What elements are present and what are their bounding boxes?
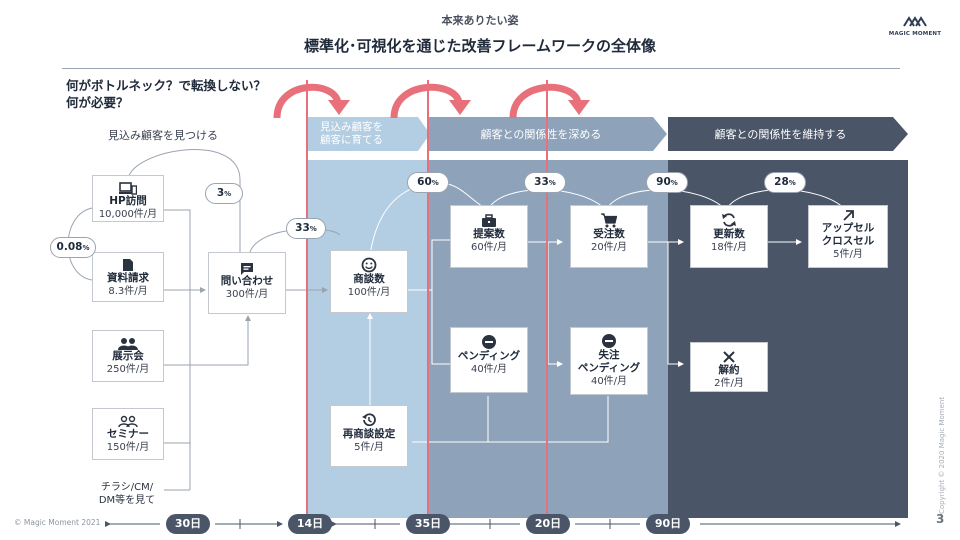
page-title: 標準化･可視化を通じた改善フレームワークの全体像 [303,37,657,55]
timeline-days-2: 14日 [288,514,332,534]
document-icon [123,259,133,271]
node-renewal[interactable]: 更新数 18件/月 [690,205,768,268]
node-value: 8.3件/月 [108,286,148,297]
node-value: 5件/月 [833,249,863,260]
node-value: 40件/月 [470,364,508,375]
chat-icon [241,263,253,275]
cart-icon [601,213,617,228]
find-prospects-label: 見込み顧客を見つける [108,129,218,142]
rate-pill-deal-proposal: 60% [407,172,449,193]
close-icon [723,351,735,363]
node-name: HP訪問 [109,195,147,207]
arrow-up-right-icon [842,210,854,221]
node-value: 5件/月 [354,442,384,453]
node-value: 250件/月 [106,364,150,375]
timeline-days-4: 20日 [526,514,570,534]
people-icon [118,338,138,350]
timeline-days-1: 30日 [166,514,210,534]
node-order[interactable]: 受注数 20件/月 [570,205,648,268]
timeline-days-5: 90日 [646,514,690,534]
node-value: 100件/月 [347,287,391,298]
node-name: セミナー [107,428,149,440]
minus-circle-icon [602,334,616,348]
briefcase-icon [482,214,496,227]
title-divider [62,68,900,69]
node-business-meeting[interactable]: 商談数 100件/月 [330,250,408,313]
question-line-1: 何がボトルネック？で転換しない？ [66,78,267,93]
stage-deepen-label: 顧客との関係性を深める [480,128,602,141]
rate-pill-hp-doc: 0.08% [50,237,96,258]
timeline-days-3: 35日 [406,514,450,534]
node-proposal[interactable]: 提案数 60件/月 [450,205,528,268]
node-lost-pending[interactable]: 失注 ペンディング 40件/月 [570,327,648,395]
rate-pill-proposal-order: 33% [524,172,566,193]
node-value: 2件/月 [714,378,744,389]
node-name: 受注数 [593,228,625,240]
node-name: 解約 [718,364,740,376]
rate-pill-renew-upsell: 28% [764,172,806,193]
people-outline-icon [118,415,138,428]
logo-mark-icon [903,16,927,27]
node-pending[interactable]: ペンディング 40件/月 [450,327,528,393]
question-line-2: 何が必要？ [66,95,129,110]
node-value: 18件/月 [710,242,748,253]
node-value: 40件/月 [590,376,628,387]
logo: MAGIC MOMENT [888,12,942,37]
node-name: アップセル クロスセル [821,222,875,247]
refresh-icon [722,213,736,227]
rate-pill-inquiry-deal: 33% [286,218,326,239]
question-text: 何がボトルネック？で転換しない？ 何が必要？ [66,77,266,111]
node-value: 60件/月 [470,242,508,253]
stage-nurture-label: 見込み顧客を 顧客に育てる [320,121,383,146]
logo-text: MAGIC MOMENT [888,31,942,37]
node-name: 再商談設定 [342,428,396,440]
page-subtitle: 本来ありたい姿 [441,14,519,27]
node-name: 資料請求 [107,272,149,284]
node-name: ペンディング [457,350,521,362]
node-document-request[interactable]: 資料請求 8.3件/月 [92,252,164,302]
rate-pill-hp-inquiry: 3% [205,183,243,204]
node-value: 20件/月 [590,242,628,253]
node-name: 問い合わせ [220,275,274,287]
node-upsell[interactable]: アップセル クロスセル 5件/月 [808,205,888,268]
node-name: 提案数 [473,228,505,240]
node-cancellation[interactable]: 解約 2件/月 [690,342,768,392]
other-sources-label: チラシ/CM/ DM等を見て [98,482,156,506]
page-number: 3 [936,512,945,526]
node-value: 10,000件/月 [98,209,158,220]
node-seminar[interactable]: セミナー 150件/月 [92,408,164,460]
node-inquiry[interactable]: 問い合わせ 300件/月 [208,252,286,314]
footer-copyright: © Magic Moment 2021 [14,518,101,527]
node-name: 更新数 [713,228,745,240]
devices-icon [119,182,137,195]
vertical-copyright: Copyright © 2020 Magic Moment [938,396,946,514]
node-exhibition[interactable]: 展示会 250件/月 [92,330,164,382]
node-name: 商談数 [353,273,385,285]
stage-maintain-label: 顧客との関係性を維持する [714,128,847,141]
node-name: 失注 ペンディング [577,349,641,374]
node-hp-visit[interactable]: HP訪問 10,000件/月 [92,175,164,222]
node-re-meeting-setup[interactable]: 再商談設定 5件/月 [330,405,408,467]
node-value: 300件/月 [225,289,269,300]
history-icon [362,413,376,427]
node-value: 150件/月 [106,442,150,453]
node-name: 展示会 [112,350,144,362]
smile-icon [361,257,377,273]
minus-circle-icon [482,335,496,349]
rate-pill-order-renew: 90% [646,172,688,193]
